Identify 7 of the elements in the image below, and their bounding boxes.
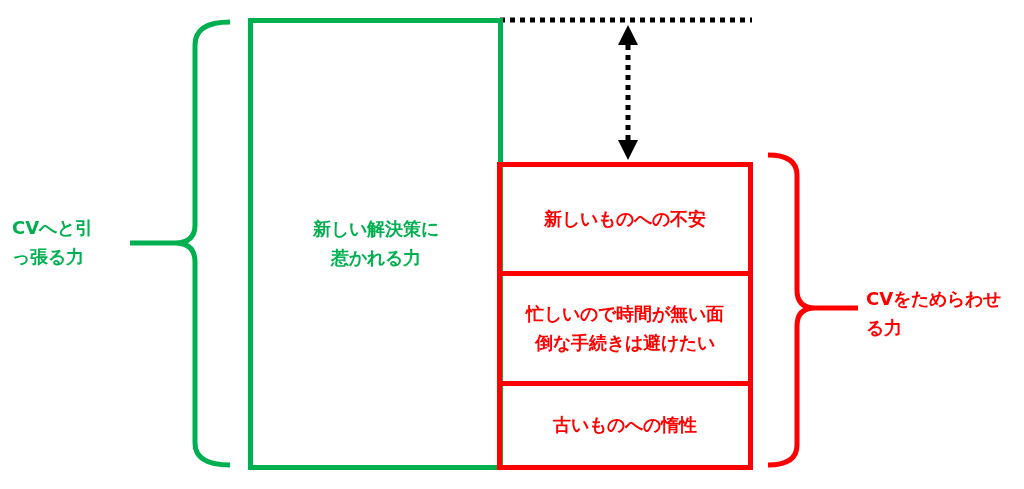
bracket-label: CVをためらわせる力 bbox=[866, 287, 1003, 340]
process-box bbox=[248, 18, 503, 470]
box-label: 新しい解決策に惹かれる力 bbox=[311, 217, 440, 270]
bracket-label: CVへと引っ張る力 bbox=[12, 216, 95, 269]
box-label: 新しいものへの不安 bbox=[544, 206, 706, 231]
box-label: 忙しいので時間が無い面倒な手続きは避けたい bbox=[524, 301, 725, 355]
box-label: 古いものへの惰性 bbox=[553, 413, 697, 438]
